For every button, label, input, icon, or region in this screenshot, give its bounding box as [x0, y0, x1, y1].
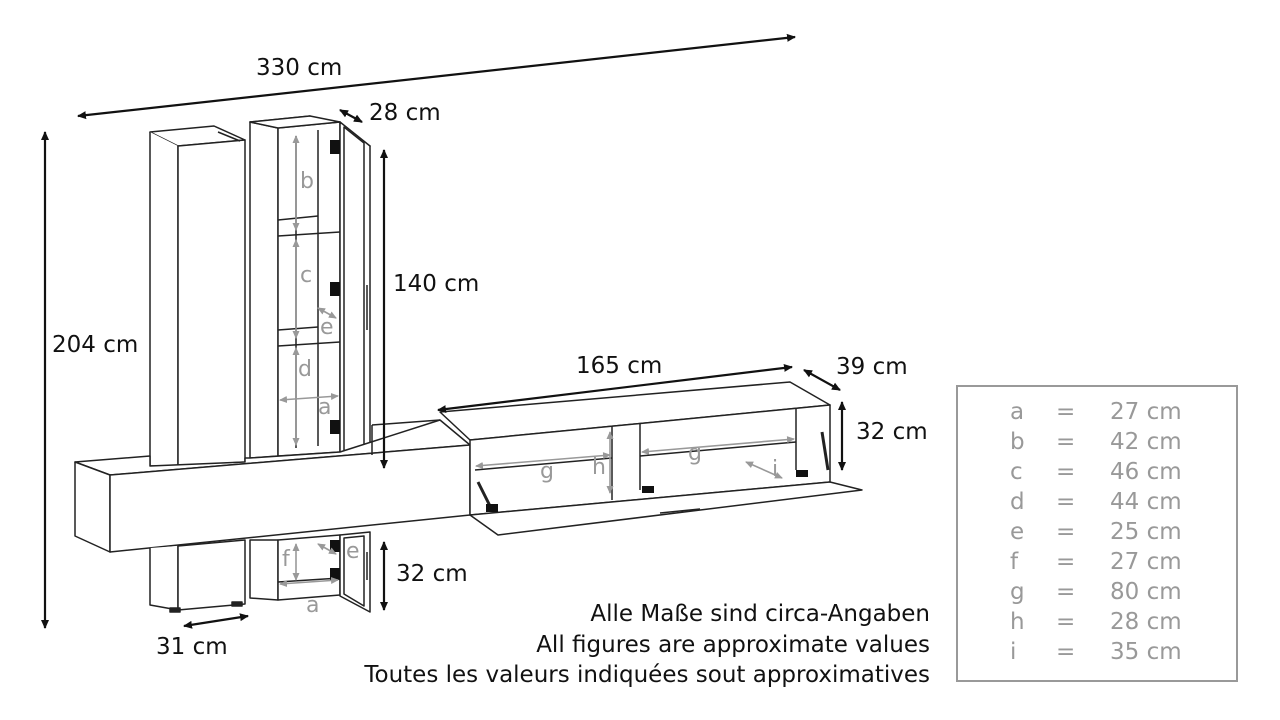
tall-cabinet — [149, 125, 246, 467]
legend-key: f — [1010, 549, 1019, 575]
legend-value: 80 cm — [1110, 579, 1182, 605]
legend-eq: = — [1056, 549, 1076, 575]
legend-value: 28 cm — [1110, 609, 1182, 635]
letter-b: b — [300, 169, 314, 194]
label-width-165: 165 cm — [576, 353, 663, 379]
legend-key: c — [1010, 459, 1023, 485]
legend-value: 25 cm — [1110, 519, 1182, 545]
label-depth-39: 39 cm — [836, 354, 908, 380]
legend-value: 27 cm — [1110, 549, 1182, 575]
legend-row: d = 44 cm — [958, 487, 1236, 517]
legend-key: a — [1010, 399, 1025, 425]
legend-eq: = — [1056, 609, 1076, 635]
inner-arrows — [279, 135, 795, 588]
legend-value: 44 cm — [1110, 489, 1182, 515]
lowboard — [439, 381, 863, 536]
legend-value: 42 cm — [1110, 429, 1182, 455]
label-depth-28: 28 cm — [369, 100, 441, 126]
letter-a-lower: a — [306, 593, 319, 618]
letter-i: i — [772, 457, 778, 482]
letter-d: d — [298, 357, 312, 382]
furniture-lines — [74, 115, 863, 613]
label-height-32-cabinet: 32 cm — [396, 561, 468, 587]
wall-board — [74, 419, 471, 553]
label-height-32-lowboard: 32 cm — [856, 419, 928, 445]
legend-row: b = 42 cm — [958, 427, 1236, 457]
legend-row: h = 28 cm — [958, 607, 1236, 637]
letter-f: f — [282, 547, 291, 572]
letter-e-lower: e — [346, 539, 360, 564]
letter-h: h — [592, 455, 606, 480]
label-width-31: 31 cm — [156, 634, 228, 660]
note-german: Alle Maße sind circa-Angaben — [590, 601, 930, 627]
legend-key: d — [1010, 489, 1025, 515]
legend-row: e = 25 cm — [958, 517, 1236, 547]
legend-eq: = — [1056, 399, 1076, 425]
arrow-depth-39 — [803, 369, 841, 391]
legend-key: b — [1010, 429, 1025, 455]
legend-key: h — [1010, 609, 1025, 635]
arrow-width-165 — [437, 363, 793, 414]
note-english: All figures are approximate values — [536, 632, 930, 658]
legend-eq: = — [1056, 429, 1076, 455]
legend-eq: = — [1056, 489, 1076, 515]
legend-value: 46 cm — [1110, 459, 1182, 485]
legend-eq: = — [1056, 579, 1076, 605]
legend-eq: = — [1056, 459, 1076, 485]
legend-row: g = 80 cm — [958, 577, 1236, 607]
legend-eq: = — [1056, 519, 1076, 545]
letter-g-left: g — [540, 459, 554, 484]
dimension-arrows — [41, 33, 846, 629]
legend-row: c = 46 cm — [958, 457, 1236, 487]
legend-eq: = — [1056, 639, 1076, 665]
legend-key: i — [1010, 639, 1017, 665]
legend-value: 27 cm — [1110, 399, 1182, 425]
legend-key: g — [1010, 579, 1025, 605]
arrow-width-31 — [183, 613, 249, 629]
arrow-total-width — [77, 33, 796, 120]
letter-a-upper: a — [318, 395, 331, 420]
label-height-140: 140 cm — [393, 271, 480, 297]
note-french: Toutes les valeurs indiquées sout approx… — [364, 662, 930, 688]
inner-letters: b c e d a f e a g h g i — [282, 169, 778, 618]
label-total-width: 330 cm — [256, 55, 343, 81]
dimension-legend: a=27 cm b=42 cm c=46 cm d=44 cm e=25 cm … — [956, 385, 1238, 682]
legend-row: f = 27 cm — [958, 547, 1236, 577]
legend-row: a = 27 cm — [958, 397, 1236, 427]
legend-key: e — [1010, 519, 1025, 545]
letter-g-right: g — [688, 441, 702, 466]
tall-cabinet-lower — [149, 539, 246, 613]
letter-e-upper: e — [320, 315, 334, 340]
arrow-depth-28 — [339, 109, 363, 123]
label-total-height: 204 cm — [52, 332, 139, 358]
legend-row: i = 35 cm — [958, 637, 1236, 667]
legend-value: 35 cm — [1110, 639, 1182, 665]
letter-c: c — [300, 263, 312, 288]
